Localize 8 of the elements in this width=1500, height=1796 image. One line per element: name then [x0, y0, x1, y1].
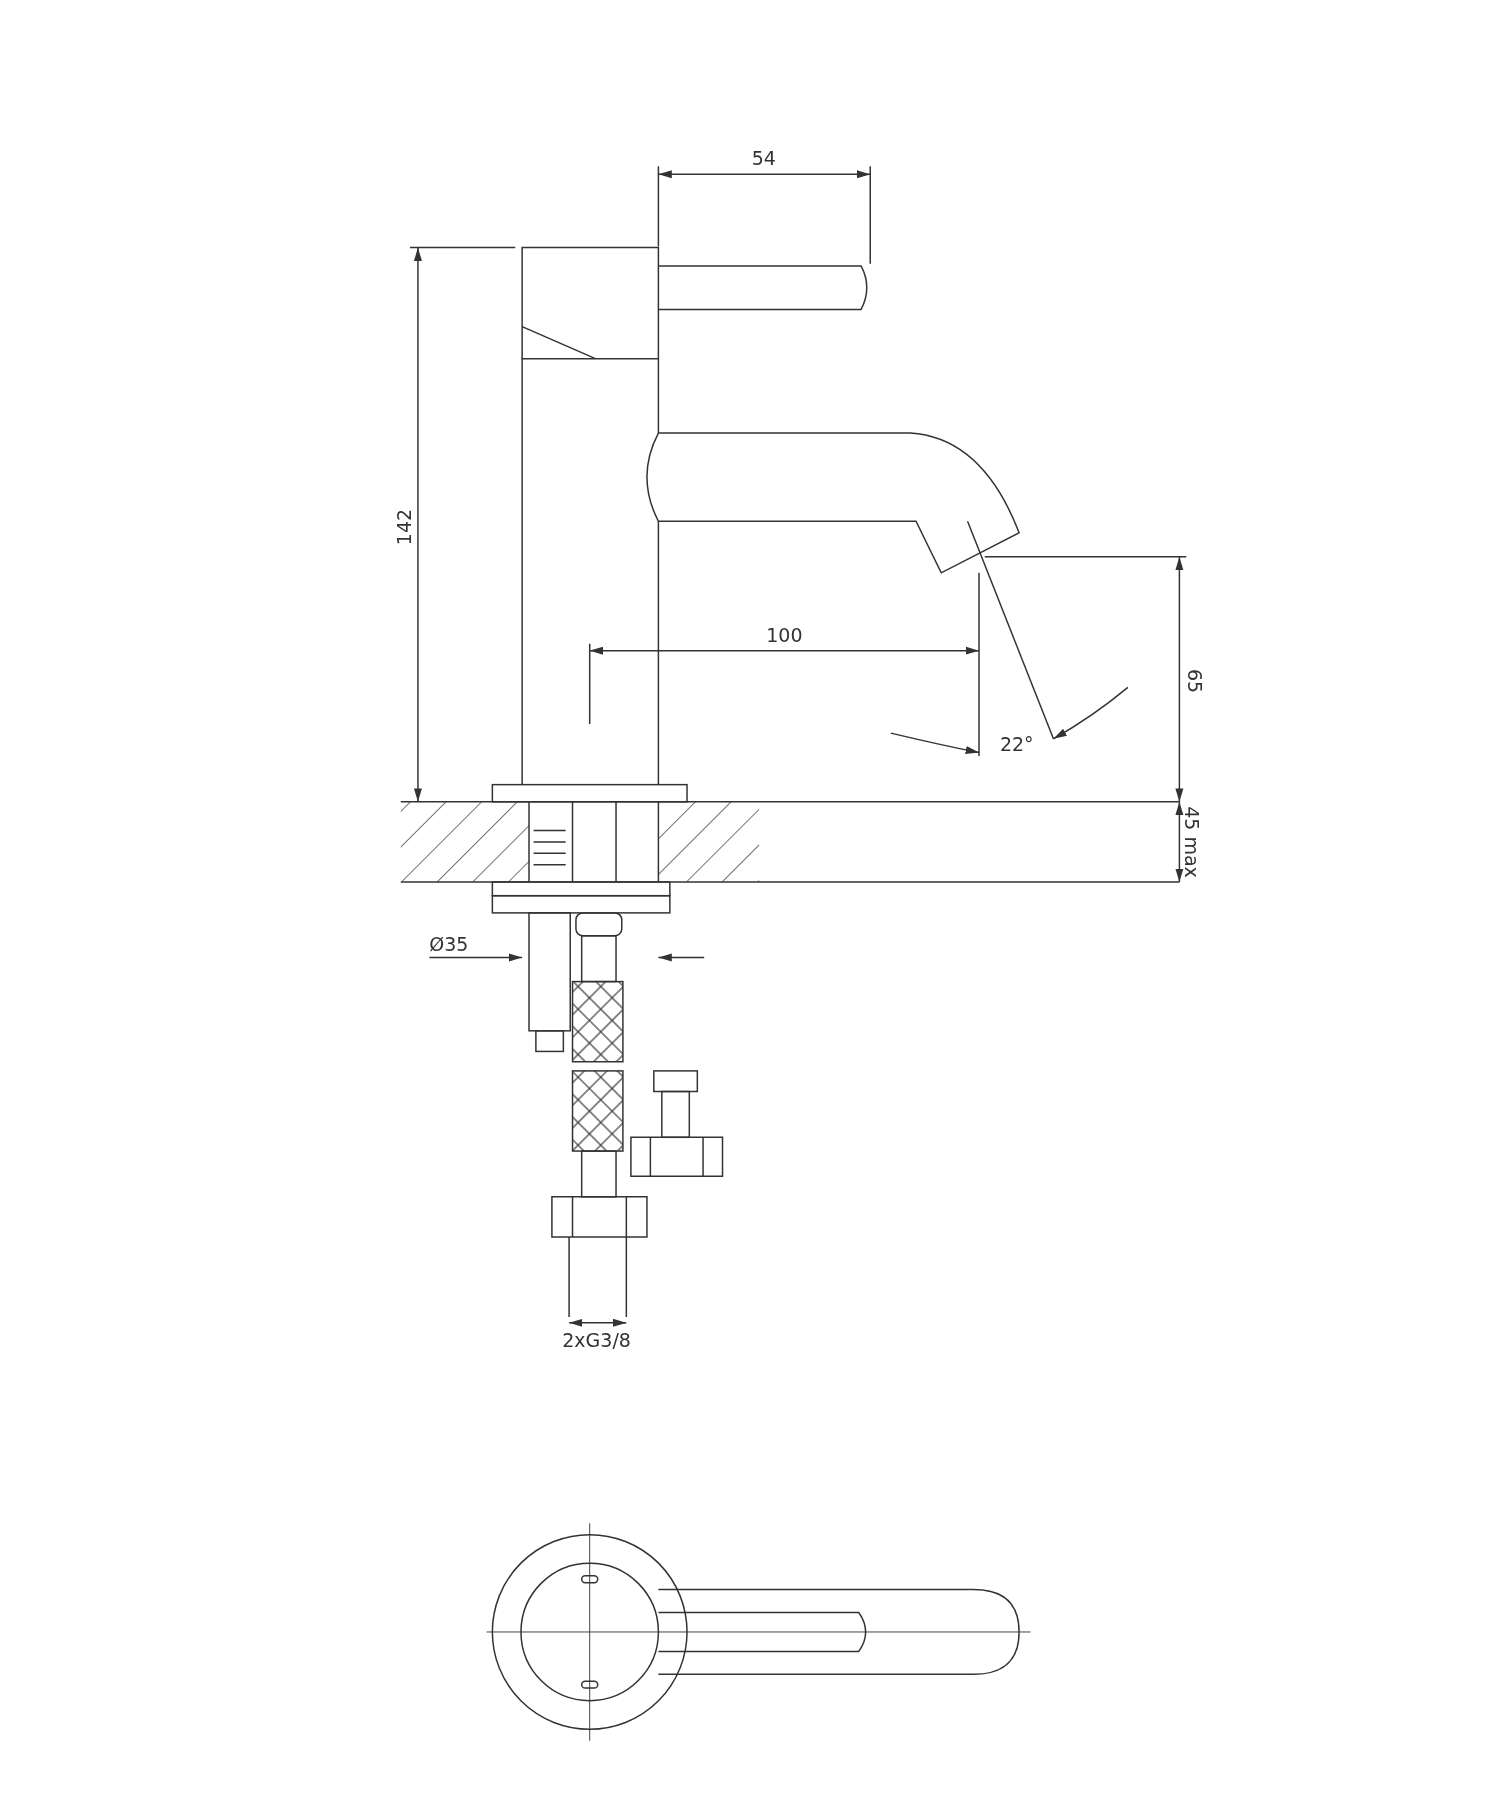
dimension-label: 54: [751, 148, 776, 168]
dimension-label: 22°: [999, 734, 1034, 754]
dimension-label: 65: [1184, 669, 1204, 694]
dimension-label: 142: [394, 508, 414, 545]
dimension-label: 2xG3/8: [562, 1330, 631, 1350]
dimension-label: 45 max: [1181, 805, 1201, 878]
dimension-label: Ø35: [429, 934, 469, 953]
dimension-label: 100: [766, 626, 803, 645]
